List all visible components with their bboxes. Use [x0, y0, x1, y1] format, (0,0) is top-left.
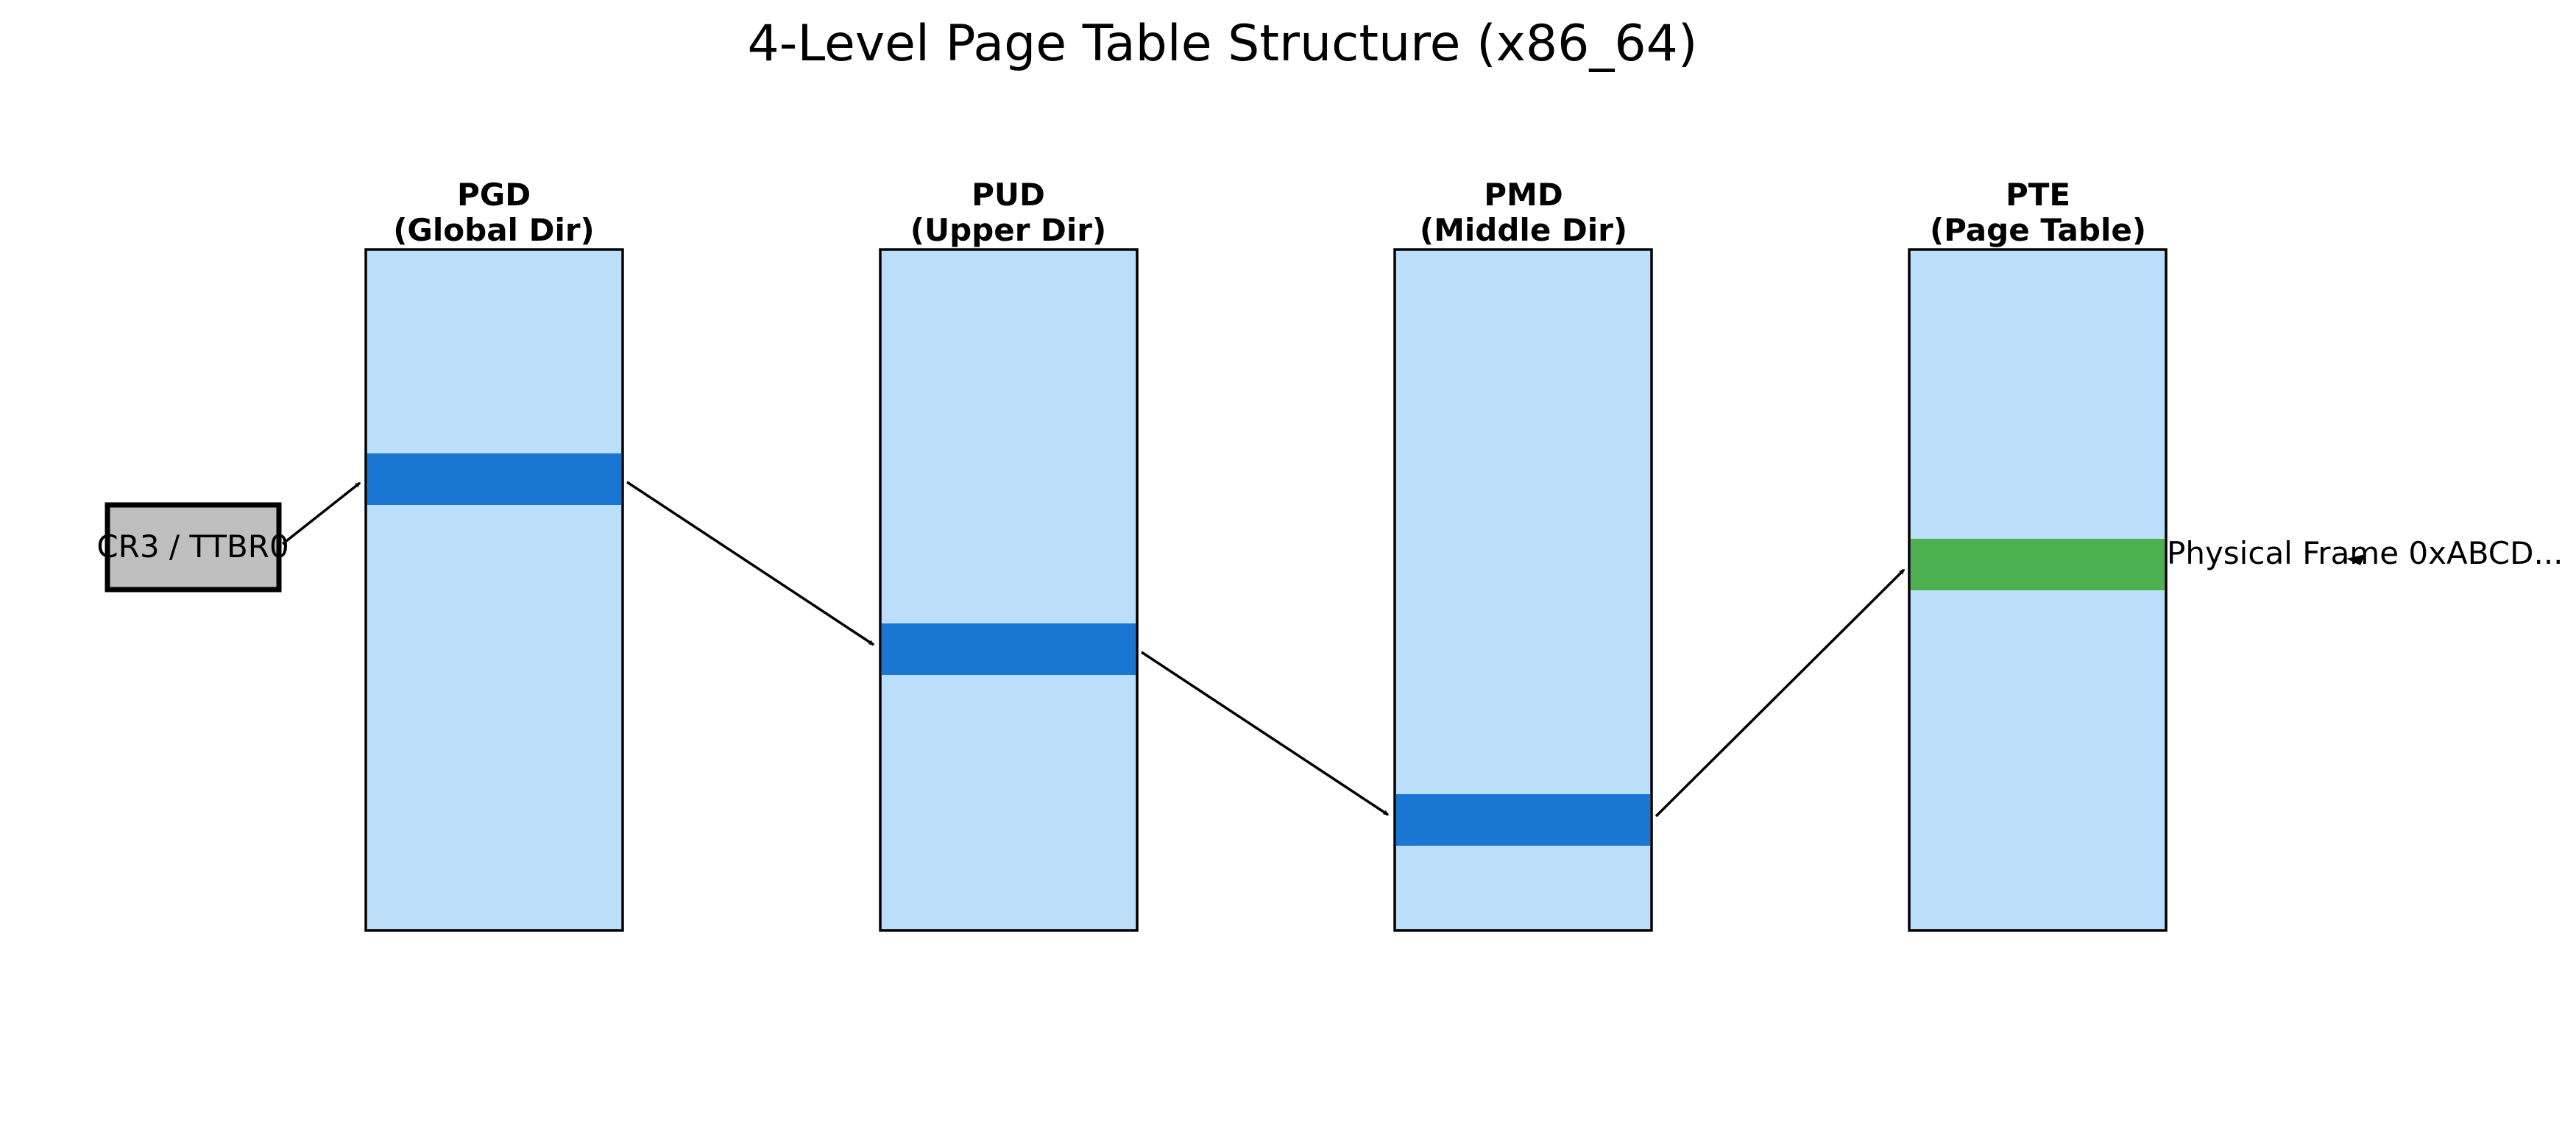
physical-frame-arrow-head [2346, 554, 2366, 565]
pmd-header-name: PMD [1484, 177, 1563, 213]
pud-table [879, 248, 1139, 932]
pgd-header-subtitle: (Global Dir) [393, 212, 595, 248]
pud-header-name: PUD [972, 177, 1045, 213]
pte-header-name: PTE [2006, 177, 2070, 213]
register-label: CR3 / TTBR0 [96, 528, 289, 565]
pgd-entry [367, 453, 621, 505]
pgd-header-name: PGD [457, 177, 531, 213]
pmd-header-subtitle: (Middle Dir) [1420, 212, 1627, 248]
pud-header-subtitle: (Upper Dir) [910, 212, 1106, 248]
pte-header-subtitle: (Page Table) [1930, 212, 2146, 248]
arrow-pgd-to-pud [626, 481, 875, 646]
pud-entry [882, 623, 1136, 675]
diagram-title: 4-Level Page Table Structure (x86_64) [748, 15, 1698, 73]
pte-entry [1911, 539, 2165, 590]
pmd-entry [1396, 794, 1650, 846]
arrow-register-to-pgd [281, 481, 361, 545]
arrow-pud-to-pmd [1141, 651, 1390, 816]
pgd-table [364, 248, 624, 932]
physical-frame-label: Physical Frame 0xABCD... [2167, 535, 2563, 571]
register-box [105, 502, 282, 593]
arrow-pmd-to-pte [1655, 568, 1906, 818]
